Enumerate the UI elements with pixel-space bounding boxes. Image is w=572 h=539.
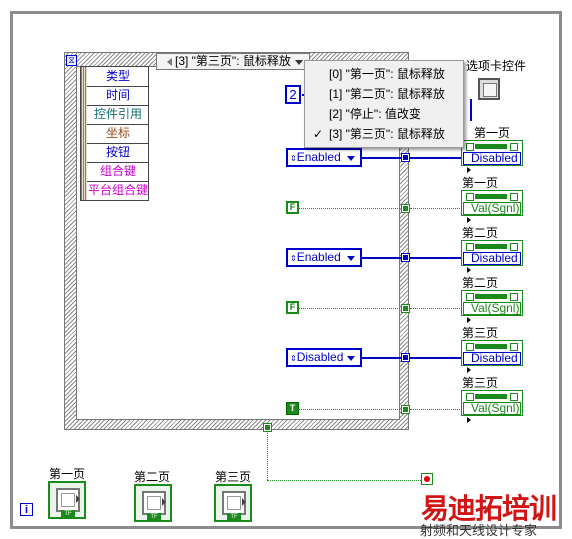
output-tunnel[interactable] bbox=[401, 405, 410, 414]
event-data-modifiers[interactable]: 组合键 bbox=[87, 162, 149, 182]
tab-control-icon bbox=[483, 83, 497, 97]
arrow-right-icon bbox=[76, 495, 80, 503]
button-label: 第三页 bbox=[215, 470, 252, 484]
increment-icon: ⇕ bbox=[290, 354, 297, 363]
increment-icon: ⇕ bbox=[290, 254, 297, 263]
property-name: Disabled bbox=[471, 151, 518, 165]
property-node-valsgnl-page1[interactable]: Val(Sgnl) bbox=[461, 190, 523, 223]
tf-label: TF bbox=[147, 513, 161, 521]
menu-item-label: [1] "第二页": 鼠标释放 bbox=[329, 87, 445, 101]
menu-item-case-0[interactable]: [0] "第一页": 鼠标释放 bbox=[305, 64, 465, 84]
property-name: Val(Sgnl) bbox=[471, 401, 520, 415]
menu-item-case-2[interactable]: [2] "停止": 值改变 bbox=[305, 104, 465, 124]
menu-item-case-3[interactable]: ✓ [3] "第三页": 鼠标释放 bbox=[305, 124, 465, 144]
event-case-menu: [0] "第一页": 鼠标释放 [1] "第二页": 鼠标释放 [2] "停止"… bbox=[304, 60, 464, 148]
checkmark-icon: ✓ bbox=[313, 127, 324, 141]
event-data-button[interactable]: 按钮 bbox=[87, 143, 149, 163]
enum-value: Disabled bbox=[296, 350, 344, 364]
wire-stop-vertical bbox=[267, 431, 268, 480]
menu-item-label: [2] "停止": 值改变 bbox=[329, 107, 421, 121]
chevron-down-icon[interactable] bbox=[347, 256, 355, 261]
event-data-coords[interactable]: 坐标 bbox=[87, 124, 149, 144]
tab-control-label: 选项卡控件 bbox=[466, 59, 527, 73]
chevron-down-icon[interactable] bbox=[295, 60, 303, 65]
stop-tunnel[interactable] bbox=[263, 423, 272, 432]
event-case-selector[interactable]: [3] "第三页": 鼠标释放 bbox=[156, 53, 310, 70]
watermark-logo: 易迪拓培训 bbox=[421, 493, 557, 524]
enum-value: Enabled bbox=[296, 150, 341, 164]
tab-control-terminal[interactable] bbox=[478, 78, 500, 100]
event-data-node[interactable]: 类型 时间 控件引用 坐标 按钮 组合键 平台组合键 bbox=[80, 66, 149, 201]
arrow-right-icon bbox=[242, 498, 246, 506]
wire-bool-1 bbox=[298, 208, 404, 209]
true-constant[interactable]: T bbox=[286, 402, 299, 415]
menu-item-label: [3] "第三页": 鼠标释放 bbox=[329, 127, 445, 141]
wire-out-enum-3 bbox=[410, 357, 462, 359]
enum-constant-3[interactable]: ⇕Disabled bbox=[286, 348, 362, 367]
arrow-right-icon bbox=[162, 498, 166, 506]
menu-item-case-1[interactable]: [1] "第二页": 鼠标释放 bbox=[305, 84, 465, 104]
event-data-type[interactable]: 类型 bbox=[87, 67, 149, 87]
output-tunnel[interactable] bbox=[401, 304, 410, 313]
watermark-subtitle: 射频和天线设计专家 bbox=[420, 523, 538, 538]
page2-button-terminal[interactable]: TF bbox=[134, 484, 172, 522]
cluster-border bbox=[81, 67, 87, 200]
output-tunnel[interactable] bbox=[401, 353, 410, 362]
iteration-terminal-icon[interactable]: i bbox=[20, 503, 33, 516]
menu-item-label: [0] "第一页": 鼠标释放 bbox=[329, 67, 445, 81]
button-label: 第二页 bbox=[134, 470, 171, 484]
page1-button-terminal[interactable]: TF bbox=[48, 481, 86, 519]
wire-ref bbox=[470, 99, 472, 121]
wire-out-bool-3 bbox=[410, 409, 462, 410]
property-node-label: 第二页 bbox=[462, 226, 499, 240]
event-case-label: [3] "第三页": 鼠标释放 bbox=[175, 54, 291, 68]
property-node-valsgnl-page3[interactable]: Val(Sgnl) bbox=[461, 390, 523, 423]
property-node-label: 第三页 bbox=[462, 326, 499, 340]
property-node-label: 第三页 bbox=[462, 376, 499, 390]
property-node-label: 第二页 bbox=[462, 276, 499, 290]
stop-condition-icon[interactable] bbox=[421, 473, 433, 485]
false-constant-1[interactable]: F bbox=[286, 201, 299, 214]
wire-out-enum-1 bbox=[410, 157, 462, 159]
index-constant[interactable]: 2 bbox=[285, 85, 301, 104]
wire-stop-horizontal bbox=[267, 480, 421, 481]
event-data-time[interactable]: 时间 bbox=[87, 86, 149, 106]
wire-out-bool-1 bbox=[410, 208, 462, 209]
property-name: Disabled bbox=[471, 251, 518, 265]
false-constant-2[interactable]: F bbox=[286, 301, 299, 314]
event-data-ctlref[interactable]: 控件引用 bbox=[87, 105, 149, 125]
wire-bool-2 bbox=[298, 308, 404, 309]
property-name: Val(Sgnl) bbox=[471, 201, 520, 215]
enum-value: Enabled bbox=[296, 250, 341, 264]
output-tunnel[interactable] bbox=[401, 253, 410, 262]
property-node-enabled-page3[interactable]: Disabled bbox=[461, 340, 523, 373]
event-data-platmods[interactable]: 平台组合键 bbox=[87, 183, 148, 197]
output-tunnel[interactable] bbox=[401, 204, 410, 213]
increment-icon: ⇕ bbox=[290, 154, 297, 163]
button-label: 第一页 bbox=[49, 467, 86, 481]
wire-bool-3 bbox=[298, 409, 404, 410]
page3-button-terminal[interactable]: TF bbox=[214, 484, 252, 522]
wire-enum-1 bbox=[362, 157, 404, 159]
enum-constant-1[interactable]: ⇕Enabled bbox=[286, 148, 362, 167]
wire-out-enum-2 bbox=[410, 257, 462, 259]
chevron-down-icon[interactable] bbox=[347, 356, 355, 361]
property-name: Val(Sgnl) bbox=[471, 301, 520, 315]
hourglass-icon: ⧖ bbox=[66, 55, 77, 66]
property-name: Disabled bbox=[471, 351, 518, 365]
wire-enum-2 bbox=[362, 257, 404, 259]
property-node-valsgnl-page2[interactable]: Val(Sgnl) bbox=[461, 290, 523, 323]
tf-label: TF bbox=[227, 513, 241, 521]
property-node-enabled-page1[interactable]: Disabled bbox=[461, 140, 523, 173]
chevron-down-icon[interactable] bbox=[347, 156, 355, 161]
wire-out-bool-2 bbox=[410, 308, 462, 309]
property-node-label: 第一页 bbox=[462, 176, 499, 190]
enum-constant-2[interactable]: ⇕Enabled bbox=[286, 248, 362, 267]
property-node-enabled-page2[interactable]: Disabled bbox=[461, 240, 523, 273]
tf-label: TF bbox=[61, 510, 75, 518]
wire-enum-3 bbox=[362, 357, 404, 359]
decrement-arrow-icon[interactable] bbox=[161, 57, 172, 66]
property-node-label: 第一页 bbox=[474, 126, 511, 140]
output-tunnel[interactable] bbox=[401, 153, 410, 162]
